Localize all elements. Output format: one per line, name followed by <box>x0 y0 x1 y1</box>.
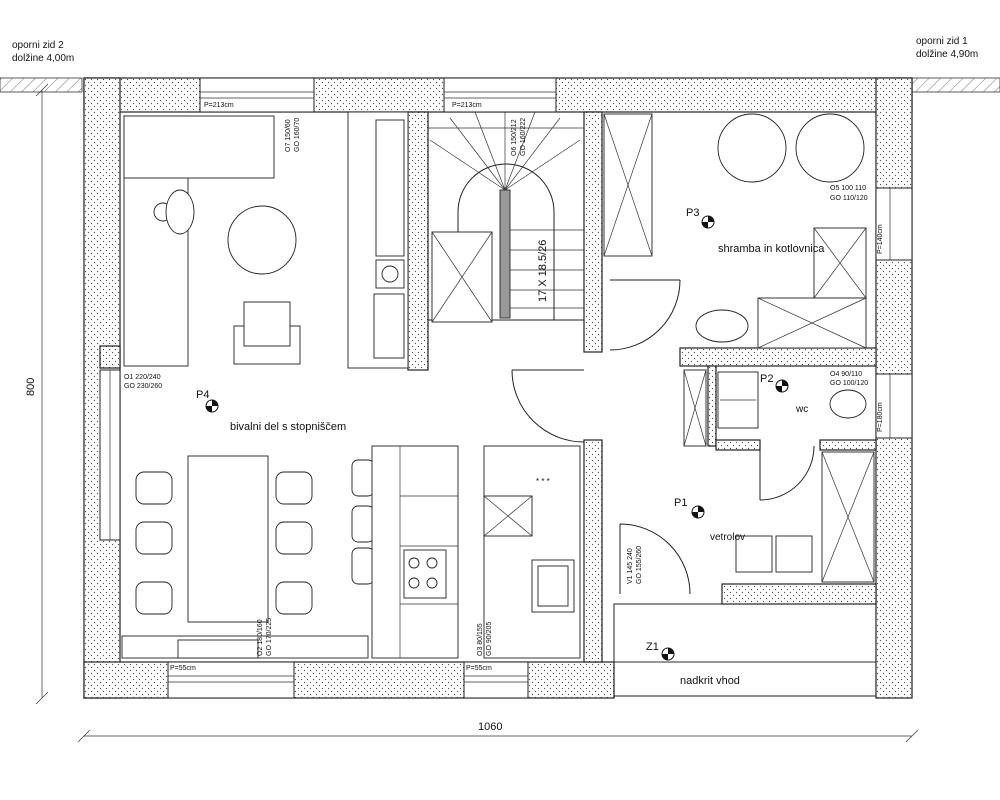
left-wall-note-line1: oporni zid 2 <box>12 40 64 51</box>
door-entrance <box>619 523 691 595</box>
window-bottom-middle <box>463 661 529 699</box>
dimension-height-line <box>35 83 49 705</box>
boiler-unit <box>757 227 867 349</box>
room-code-p4: P4 <box>196 389 209 401</box>
interior-walls <box>99 111 877 663</box>
opening-o6-line1: O6 150/212 <box>511 119 518 156</box>
opening-o5-line2: GO 110/120 <box>830 195 868 202</box>
opening-o7-line1: O7 150/60 <box>285 119 292 152</box>
retaining-wall-right <box>911 77 1000 93</box>
covered-entrance <box>613 603 877 697</box>
right-wall-note-line2: dolžine 4,90m <box>916 49 978 60</box>
wardrobe <box>821 451 875 583</box>
room-marker-p4 <box>205 399 219 413</box>
room-name-living: bivalni del s stopniščem <box>230 421 346 433</box>
window-bottom-left <box>167 661 295 699</box>
window-right-middle <box>875 373 913 439</box>
kitchen-island <box>483 445 581 659</box>
room-marker-p2 <box>775 379 789 393</box>
door-storage <box>609 279 681 351</box>
dimension-height-label: 800 <box>25 378 37 396</box>
room-name-entrance: nadkrit vhod <box>680 675 740 687</box>
room-code-p2: P2 <box>760 373 773 385</box>
right-wall-note-line1: oporni zid 1 <box>916 36 968 47</box>
opening-o7-line2: GO 160/70 <box>294 118 301 152</box>
stove-marks: * * * <box>536 477 550 486</box>
room-code-z1: Z1 <box>646 641 659 653</box>
room-code-p1: P1 <box>674 497 687 509</box>
parapet-top-middle: P=213cm <box>452 102 482 109</box>
door-living-hall <box>511 369 585 443</box>
door-wc <box>759 445 815 501</box>
storage-sink <box>695 309 749 343</box>
room-marker-z1 <box>661 647 675 661</box>
room-name-wc: wc <box>795 404 808 415</box>
parapet-bottom-left: P=55cm <box>170 665 196 672</box>
opening-o4-line2: GO 100/120 <box>830 380 868 387</box>
window-top-left <box>199 77 315 113</box>
window-right-top <box>875 187 913 261</box>
room-name-vestibule: vetrolov <box>710 532 745 543</box>
opening-v1-line1: V1 145 240 <box>627 548 634 584</box>
tall-cabinets <box>347 111 409 369</box>
opening-o2-line2: GO 170/225 <box>266 618 273 656</box>
parapet-top-left: P=213cm <box>204 102 234 109</box>
storage-shelf <box>603 113 653 257</box>
glazing-left-wall <box>99 369 121 541</box>
retaining-wall-left <box>0 77 83 93</box>
opening-o4-line1: O4 90/110 <box>830 371 862 378</box>
dimension-width-label: 1060 <box>478 721 502 733</box>
parapet-right-middle: P=180cm <box>877 402 884 432</box>
opening-o3-line1: O3 80/155 <box>477 623 484 656</box>
opening-o1-line2: GO 230/260 <box>124 383 162 390</box>
stair-label: 17 X 18.5/26 <box>537 240 549 302</box>
opening-o1-line1: O1 220/240 <box>124 374 161 381</box>
left-wall-note-line2: dolžine 4,00m <box>12 53 74 64</box>
room-marker-p3 <box>701 215 715 229</box>
room-name-storage: shramba in kotlovnica <box>718 243 825 255</box>
dimension-width-line <box>77 729 919 743</box>
armchair <box>233 301 301 365</box>
dining-chairs <box>135 459 375 615</box>
opening-v1-line2: GO 155/260 <box>636 546 643 584</box>
room-code-p3: P3 <box>686 207 699 219</box>
shoe-cabinets <box>735 535 813 573</box>
radiator <box>121 635 369 659</box>
wc-fixtures <box>683 369 867 447</box>
boiler-tanks <box>717 113 865 183</box>
round-table <box>227 205 297 275</box>
parapet-right-top: P=140cm <box>877 224 884 254</box>
kitchen-counter <box>371 445 459 659</box>
parapet-bottom-middle: P=55cm <box>466 665 492 672</box>
staircase <box>427 111 585 323</box>
sofa <box>123 115 275 367</box>
person-figure <box>153 189 195 235</box>
dining-table <box>187 455 269 623</box>
opening-o6-line2: GO 160/222 <box>520 118 527 156</box>
room-marker-p1 <box>691 505 705 519</box>
opening-o3-line2: GO 90/205 <box>486 622 493 656</box>
opening-o2-line1: O2 180/160 <box>257 619 264 656</box>
opening-o5-line1: O5 100 110 <box>830 185 866 192</box>
